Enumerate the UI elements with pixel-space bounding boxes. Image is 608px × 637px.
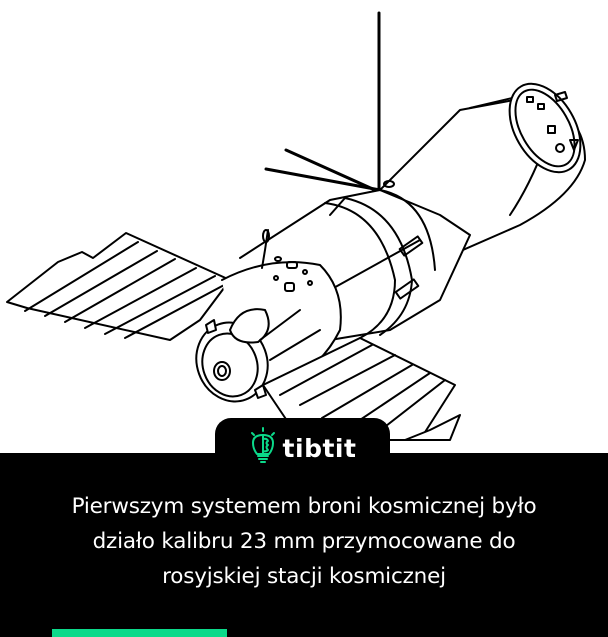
fact-caption: Pierwszym systemem broni kosmicznej było… <box>0 489 608 594</box>
space-station-illustration <box>6 11 586 441</box>
lightbulb-brain-icon <box>250 427 275 463</box>
brand-name: tibtit <box>282 433 357 463</box>
caption-line: działo kalibru 23 mm przymocowane do <box>92 529 516 554</box>
caption-line: Pierwszym systemem broni kosmicznej było <box>71 494 537 519</box>
right-solar-array <box>262 337 461 441</box>
caption-line: rosyjskiej stacji kosmicznej <box>162 564 446 589</box>
caption-panel: Pierwszym systemem broni kosmicznej było… <box>0 453 608 637</box>
brand-logo: tibtit <box>215 418 390 468</box>
rear-module <box>379 82 586 261</box>
progress-bar <box>52 629 227 637</box>
front-module <box>195 229 342 403</box>
left-solar-array <box>6 232 231 341</box>
